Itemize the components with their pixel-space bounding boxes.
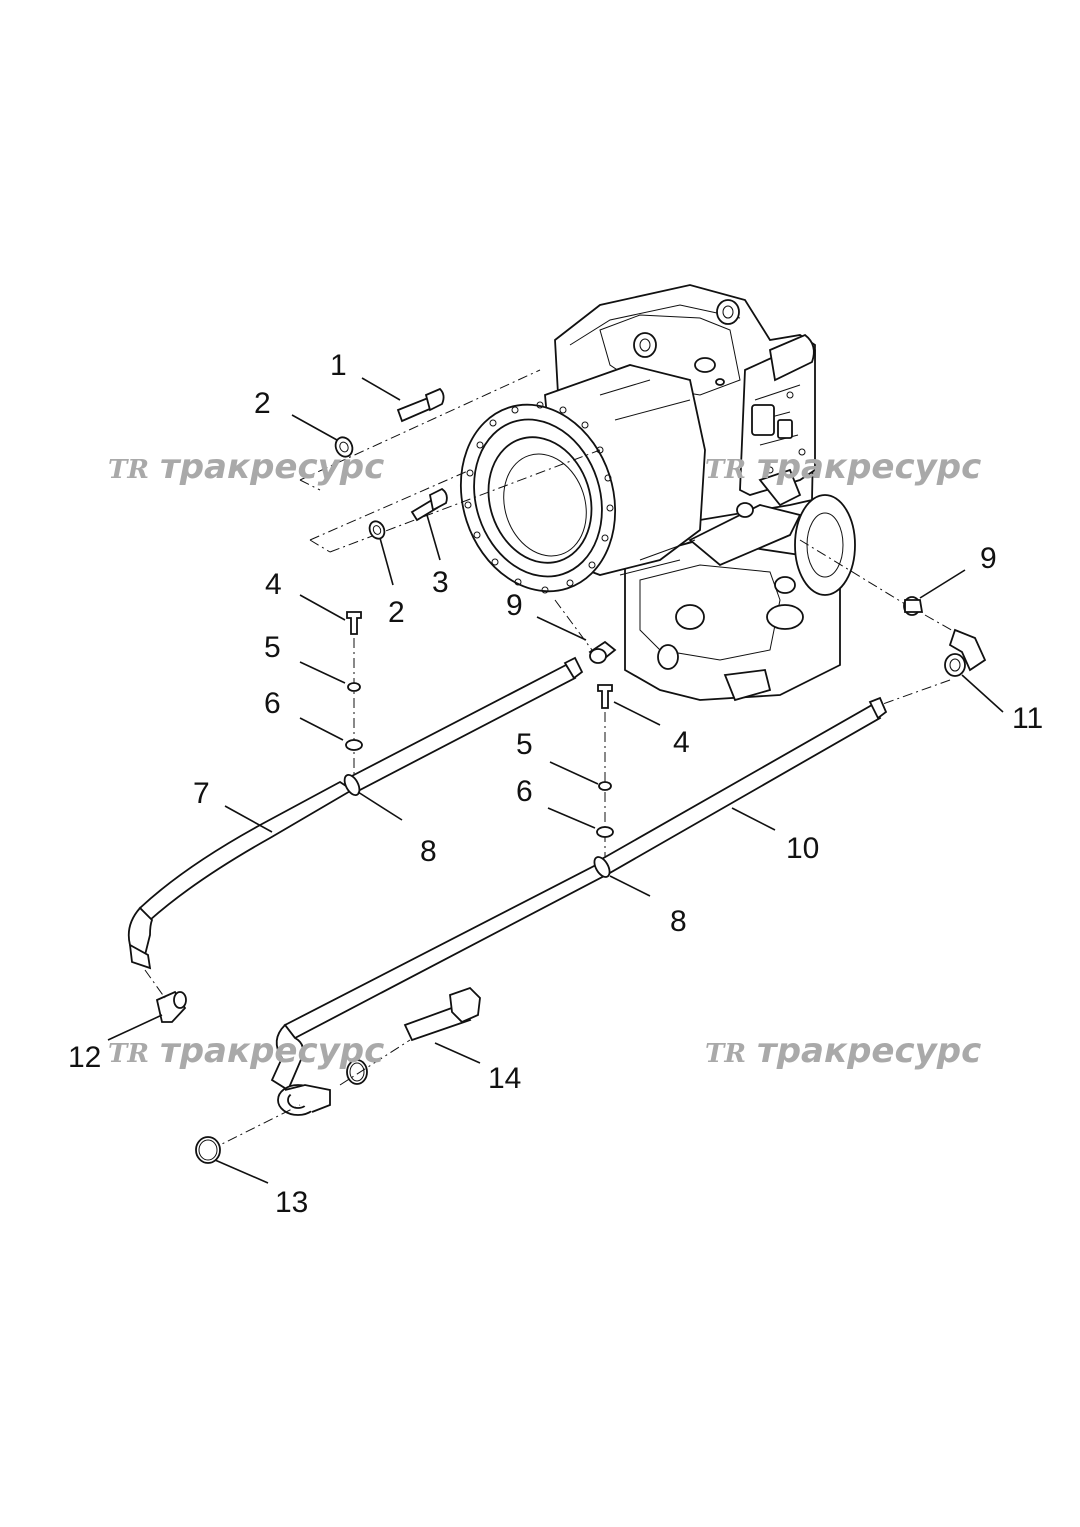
callout-2-lower: 2 [388, 596, 405, 629]
axis-line-fitting-9 [554, 599, 593, 651]
seal-ring-part-13-lower [195, 1136, 221, 1164]
bell-housing [459, 364, 706, 594]
callout-4-right: 4 [673, 726, 690, 759]
leader-lines [107, 377, 1004, 1184]
pipe-part-7 [127, 656, 584, 970]
callout-7: 7 [193, 777, 210, 810]
callout-6-right: 6 [516, 775, 533, 808]
fitting-part-9-center [588, 640, 617, 664]
watermark-2: TR тракресурс [705, 447, 981, 487]
callout-14: 14 [488, 1062, 521, 1095]
bolt-part-4-right [597, 684, 613, 709]
callout-8-left: 8 [420, 835, 437, 868]
svg-text:тракресурс: тракресурс [757, 1031, 981, 1071]
banjo-bolt-part-14 [403, 986, 481, 1042]
callout-4-left: 4 [265, 568, 282, 601]
svg-text:тракресурс: тракресурс [757, 447, 981, 487]
elbow-fitting-part-11 [944, 628, 987, 677]
callout-13: 13 [275, 1186, 308, 1219]
callout-8-right: 8 [670, 905, 687, 938]
bolt-part-1 [396, 387, 445, 423]
callout-9-right: 9 [980, 542, 997, 575]
callout-2-upper: 2 [254, 387, 271, 420]
bolt-part-4-left [346, 611, 362, 635]
axis-line-fitting-12 [144, 969, 166, 999]
pipe-part-10 [270, 696, 888, 1116]
washer-part-2-upper [334, 436, 354, 458]
svg-text:тракресурс: тракресурс [160, 1031, 384, 1071]
callout-9-center: 9 [506, 589, 523, 622]
callout-5-left: 5 [264, 631, 281, 664]
svg-text:TR: TR [705, 1039, 746, 1069]
svg-text:TR: TR [108, 1039, 149, 1069]
bolt-part-3 [410, 487, 448, 522]
washer-part-2-lower [368, 520, 386, 540]
washer-part-5-right [598, 781, 612, 791]
watermark-1: TR тракресурс [108, 447, 384, 487]
callout-12: 12 [68, 1041, 101, 1074]
callout-6-left: 6 [264, 687, 281, 720]
callout-labels: 1 2 2 3 4 5 6 9 9 11 4 5 6 7 8 10 8 12 1… [68, 349, 1043, 1219]
washer-part-6-right [596, 826, 614, 838]
axis-line-right-fittings [799, 539, 956, 706]
callout-3: 3 [432, 566, 449, 599]
svg-text:TR: TR [705, 455, 746, 485]
fitting-part-12 [155, 990, 187, 1023]
assembly-guide-lines [299, 369, 601, 553]
callout-11: 11 [1012, 702, 1043, 735]
callout-5-right: 5 [516, 728, 533, 761]
axis-line-banjo [209, 1039, 411, 1151]
washer-part-6-left [345, 739, 363, 751]
svg-text:TR: TR [108, 455, 149, 485]
svg-text:тракресурс: тракресурс [160, 447, 384, 487]
watermark-4: TR тракресурс [705, 1031, 981, 1071]
washer-part-5-left [347, 682, 361, 692]
callout-10: 10 [786, 832, 819, 865]
fitting-part-9-right [903, 596, 924, 616]
callout-1: 1 [330, 349, 347, 382]
watermark-3: TR тракресурс [108, 1031, 384, 1071]
